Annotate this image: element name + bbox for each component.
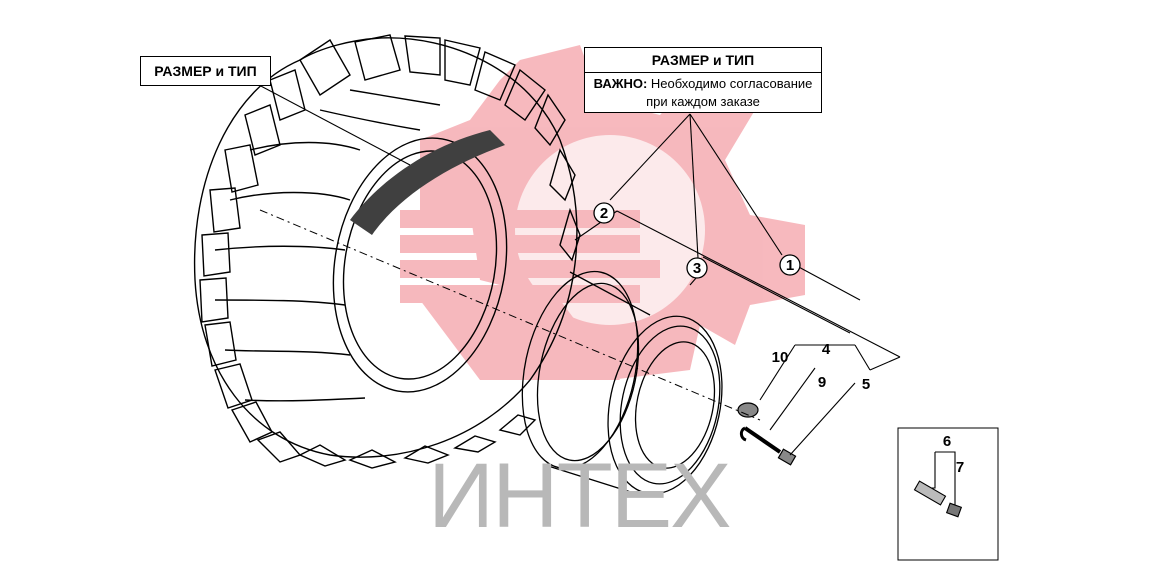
kit-parts: [913, 451, 963, 518]
important-label: ВАЖНО:: [593, 76, 648, 91]
callout-9: 9: [818, 374, 826, 391]
note-line-2: при каждом заказе: [646, 94, 760, 109]
tire: [193, 34, 581, 469]
kit-box: [897, 427, 999, 561]
callout-1: 1: [786, 257, 794, 274]
callout-5: 5: [862, 376, 870, 393]
callout-7: 7: [956, 459, 964, 476]
valve-parts: [737, 402, 797, 466]
size-band: [350, 130, 505, 235]
callout-circles: [593, 202, 801, 279]
callout-3: 3: [693, 260, 701, 277]
note-box-body: ВАЖНО: Необходимо согласование при каждо…: [585, 73, 821, 111]
size-type-note-box: РАЗМЕР и ТИП ВАЖНО: Необходимо согласова…: [584, 47, 822, 113]
note-line-1: Необходимо согласование: [650, 76, 813, 91]
rim: [521, 270, 723, 496]
callout-4: 4: [822, 341, 831, 358]
watermark-text: ИНТЕХ: [428, 445, 731, 547]
leader-lines: [239, 74, 901, 456]
axis-line: [259, 209, 761, 421]
size-type-label-left: РАЗМЕР и ТИП: [140, 56, 271, 86]
left-box-text: РАЗМЕР и ТИП: [154, 63, 257, 79]
callout-2: 2: [600, 205, 608, 222]
note-box-title: РАЗМЕР и ТИП: [585, 48, 821, 73]
callout-6: 6: [943, 433, 951, 450]
callout-10: 10: [772, 349, 789, 366]
